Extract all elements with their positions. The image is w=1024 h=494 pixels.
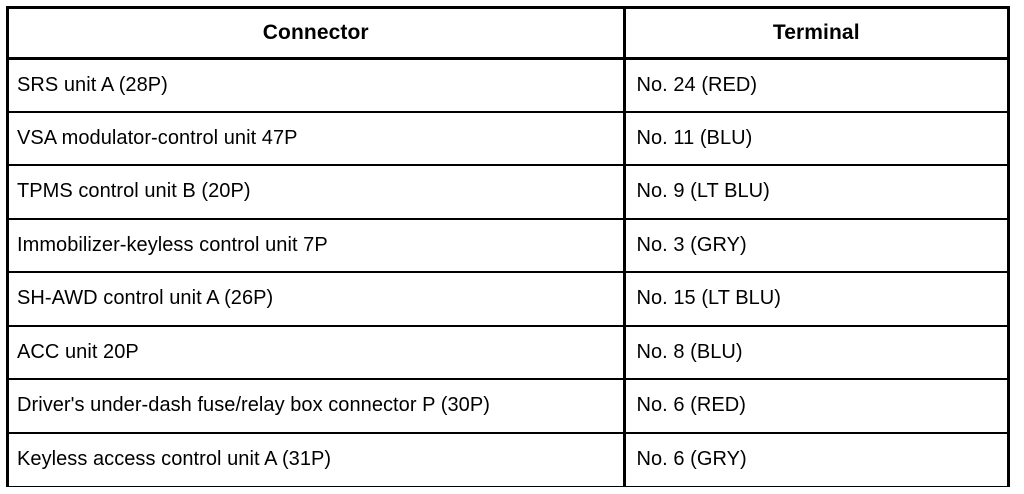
- cell-terminal: No. 24 (RED): [636, 73, 758, 96]
- cell-terminal: No. 11 (BLU): [624, 110, 1007, 165]
- cell-connector: VSA modulator-control unit 47P: [9, 110, 626, 165]
- table-row: VSA modulator-control unit 47P No. 11 (B…: [9, 110, 1007, 165]
- connector-terminal-table: Connector Terminal SRS unit A (28P) No. …: [9, 9, 1007, 486]
- table-row: ACC unit 20P No. 8 (BLU): [9, 324, 1007, 379]
- table-header: Connector Terminal: [9, 9, 1007, 60]
- cell-terminal: No. 3 (GRY): [624, 217, 1007, 272]
- table-row: SH-AWD control unit A (26P) No. 15 (LT B…: [9, 271, 1007, 326]
- table-header-row: Connector Terminal: [9, 9, 1007, 60]
- table-row: Keyless access control unit A (31P) No. …: [9, 431, 1007, 486]
- table-row: Immobilizer-keyless control unit 7P No. …: [9, 217, 1007, 272]
- cell-connector: Keyless access control unit A (31P): [9, 431, 626, 486]
- connector-terminal-table-frame: Connector Terminal SRS unit A (28P) No. …: [6, 6, 1010, 487]
- column-header-terminal: Terminal: [624, 9, 1007, 60]
- cell-connector: ACC unit 20P: [9, 324, 626, 379]
- cell-connector: Immobilizer-keyless control unit 7P: [9, 217, 626, 272]
- cell-connector: SRS unit A (28P): [9, 58, 626, 112]
- table-body: SRS unit A (28P) No. 24 (RED) VSA modula…: [9, 58, 1007, 486]
- cell-connector: Driver's under-dash fuse/relay box conne…: [9, 378, 626, 433]
- table-row: SRS unit A (28P) No. 24 (RED): [9, 58, 1007, 112]
- cell-terminal: No. 8 (BLU): [624, 324, 1007, 379]
- cell-terminal: No. 6 (RED): [624, 378, 1007, 433]
- cell-terminal: No. 6 (GRY): [624, 431, 1007, 486]
- cell-connector: SH-AWD control unit A (26P): [9, 271, 626, 326]
- column-header-connector: Connector: [9, 9, 626, 60]
- table-row: Driver's under-dash fuse/relay box conne…: [9, 378, 1007, 433]
- cell-terminal: No. 9 (LT BLU): [624, 164, 1007, 219]
- cell-connector: TPMS control unit B (20P): [9, 164, 626, 219]
- cell-terminal: No. 15 (LT BLU): [624, 271, 1007, 326]
- table-row: TPMS control unit B (20P) No. 9 (LT BLU): [9, 164, 1007, 219]
